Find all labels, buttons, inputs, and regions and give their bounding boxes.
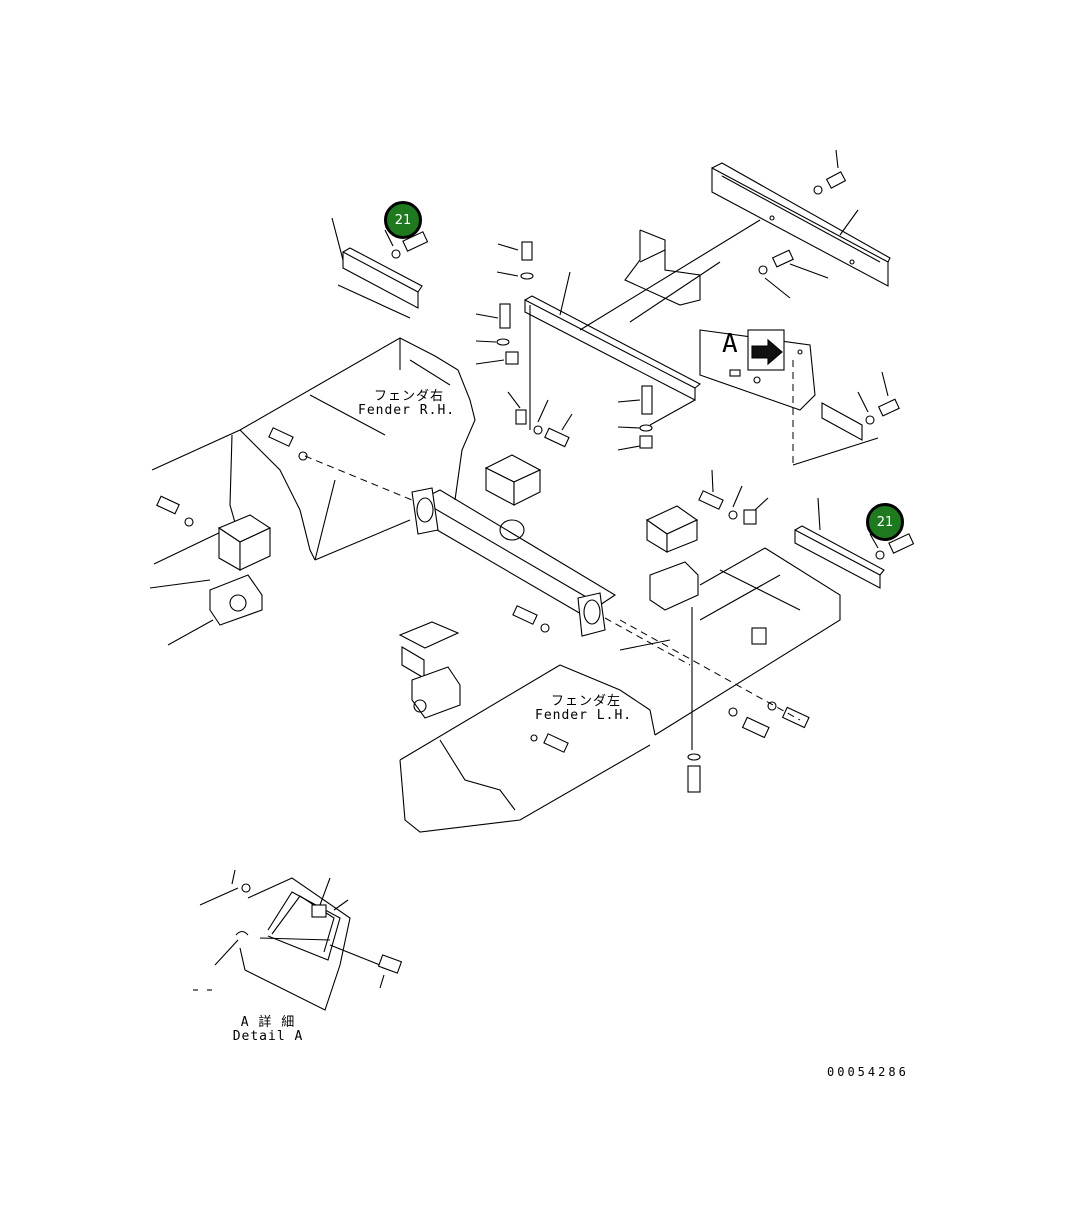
detail-a-label-jp: A 詳 細 <box>240 1015 296 1030</box>
center-bolts <box>475 241 653 451</box>
mount-bracket-lh <box>398 621 461 719</box>
cross-beam <box>304 455 691 666</box>
mount-bracket-right <box>645 505 699 750</box>
fender-lh-outline <box>399 547 841 833</box>
fender-lh-label-en: Fender L.H. <box>535 708 633 723</box>
bolt-top-right <box>813 149 847 195</box>
callout-21-rh[interactable]: 21 <box>384 201 422 239</box>
upper-right-plates: A <box>624 229 900 466</box>
detail-a-label-en: Detail A <box>232 1029 304 1044</box>
drawing-number: 00054286 <box>827 1065 909 1079</box>
detail-marker-a: A <box>722 329 738 359</box>
mount-bracket-rh <box>484 454 542 541</box>
rh-small-plate <box>331 217 429 319</box>
top-right-bracket <box>711 162 891 287</box>
loose-bolts <box>156 427 810 793</box>
fender-lh-label-jp: フェンダ左 <box>551 694 622 709</box>
mount-bracket-left <box>167 514 272 646</box>
fender-rh-label-jp: フェンダ右 <box>374 389 445 404</box>
fender-rh-label-en: Fender R.H. <box>358 403 456 418</box>
detail-a-drawing <box>193 869 403 1011</box>
center-bracket-strip <box>524 219 761 430</box>
callout-21-lh[interactable]: 21 <box>866 503 904 541</box>
lh-side-plate <box>794 497 915 589</box>
fender-rh-outline <box>149 337 476 589</box>
